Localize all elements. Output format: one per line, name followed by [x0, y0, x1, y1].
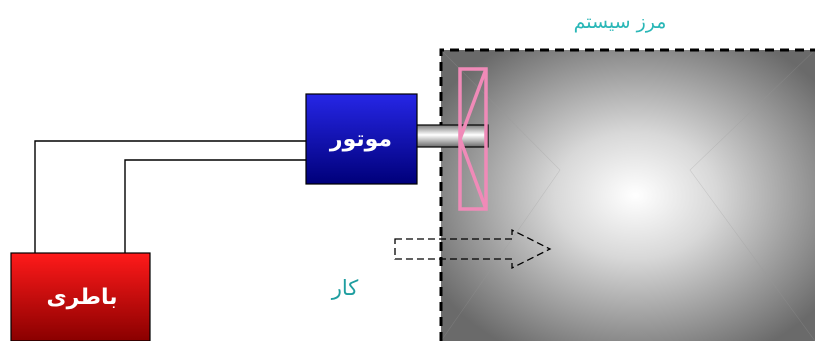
system-box: [440, 49, 815, 341]
motor-label: موتور: [329, 127, 392, 152]
wire-inner: [124, 159, 306, 253]
system-boundary-line: [439, 48, 815, 341]
system-boundary-label: مرز سیستم: [574, 11, 667, 33]
fan-paddle: [458, 67, 488, 211]
motor-box: موتور: [305, 93, 418, 185]
work-label: کار: [331, 276, 359, 300]
motor-shaft: [415, 124, 489, 148]
battery-label: باطری: [46, 285, 117, 310]
work-arrow: [394, 228, 552, 270]
wire-outer: [34, 140, 306, 253]
battery-box: باطری: [10, 252, 151, 341]
